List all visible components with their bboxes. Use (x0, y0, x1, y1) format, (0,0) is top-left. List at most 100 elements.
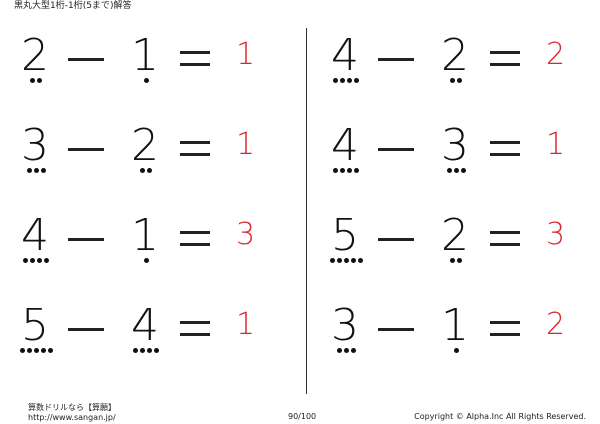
count-dots (434, 348, 478, 353)
problem-row: 3 2 1 (0, 122, 290, 182)
count-dots (124, 168, 168, 173)
count-dots (324, 348, 368, 353)
count-dot (350, 258, 356, 263)
equals-sign (180, 51, 210, 67)
count-dot (333, 78, 338, 83)
copyright: Copyright © Alpha.Inc All Rights Reserve… (414, 412, 586, 421)
count-dots (14, 258, 58, 263)
operand-digit: 5 (21, 300, 49, 351)
operand-digit: 2 (441, 210, 469, 261)
count-dot (44, 258, 49, 263)
answer: 3 (236, 217, 256, 252)
problem-row: 2 1 1 (0, 32, 290, 92)
count-dots (124, 258, 168, 263)
footer-credits: 算数ドリルなら【算願】 http://www.sangan.jp/ (28, 403, 116, 423)
operand-digit: 4 (331, 30, 359, 81)
page-title: 黒丸大型1桁-1桁(5まで)解答 (14, 1, 132, 11)
count-dots (14, 348, 58, 353)
answer: 1 (236, 307, 256, 342)
count-dot (450, 258, 455, 263)
minus-sign (68, 58, 104, 61)
equals-sign (490, 231, 520, 247)
operand-digit: 3 (441, 120, 469, 171)
operand: 1 (128, 32, 172, 92)
count-dot (336, 348, 342, 353)
operand: 2 (18, 32, 62, 92)
count-dots (324, 258, 368, 263)
operand: 4 (18, 212, 62, 272)
count-dots (324, 78, 368, 83)
count-dot (140, 348, 145, 353)
count-dot (350, 348, 356, 353)
site-name: 算数ドリルなら【算願】 (28, 403, 116, 412)
count-dot (37, 78, 42, 83)
problem-row: 4 1 3 (0, 212, 290, 272)
equals-sign (180, 321, 210, 337)
count-dot (450, 78, 455, 83)
count-dot (347, 168, 352, 173)
count-dot (147, 168, 152, 173)
count-dot (446, 168, 452, 173)
operand: 4 (328, 32, 372, 92)
operand: 1 (438, 302, 482, 362)
problem-row: 4 2 2 (310, 32, 600, 92)
operand-digit: 1 (131, 30, 159, 81)
count-dot (23, 258, 28, 263)
operand: 5 (18, 302, 62, 362)
count-dot (143, 78, 149, 83)
operand-digit: 1 (131, 210, 159, 261)
count-dots (434, 78, 478, 83)
operand: 2 (438, 32, 482, 92)
equals-sign (490, 51, 520, 67)
operand-digit: 2 (441, 30, 469, 81)
count-dot (26, 168, 32, 173)
answer: 2 (546, 37, 566, 72)
count-dot (33, 168, 39, 173)
operand-digit: 3 (331, 300, 359, 351)
operand: 3 (438, 122, 482, 182)
count-dots (124, 348, 168, 353)
operand: 1 (128, 212, 172, 272)
operand: 4 (128, 302, 172, 362)
site-url[interactable]: http://www.sangan.jp/ (28, 413, 116, 422)
count-dot (47, 348, 53, 353)
count-dot (154, 348, 159, 353)
answer: 1 (236, 127, 256, 162)
count-dot (40, 348, 46, 353)
operand-digit: 5 (331, 210, 359, 261)
count-dot (26, 348, 32, 353)
equals-sign (490, 141, 520, 157)
count-dot (340, 78, 345, 83)
operand-digit: 4 (131, 300, 159, 351)
count-dots (124, 78, 168, 83)
count-dot (347, 78, 352, 83)
count-dots (434, 258, 478, 263)
equals-sign (490, 321, 520, 337)
left-column: 2 1 1 3 2 1 4 1 3 5 4 1 (0, 0, 290, 400)
operand-digit: 3 (21, 120, 49, 171)
operand: 2 (128, 122, 172, 182)
minus-sign (378, 328, 414, 331)
minus-sign (68, 328, 104, 331)
answer: 3 (546, 217, 566, 252)
count-dot (457, 78, 462, 83)
operand-digit: 4 (331, 120, 359, 171)
count-dot (343, 258, 349, 263)
count-dot (19, 348, 25, 353)
count-dot (357, 258, 363, 263)
equals-sign (180, 231, 210, 247)
operand: 5 (328, 212, 372, 272)
minus-sign (378, 58, 414, 61)
count-dot (30, 78, 35, 83)
operand-digit: 2 (21, 30, 49, 81)
minus-sign (378, 148, 414, 151)
answer: 1 (236, 37, 256, 72)
count-dot (354, 78, 359, 83)
operand: 2 (438, 212, 482, 272)
count-dot (147, 348, 152, 353)
minus-sign (68, 238, 104, 241)
count-dot (33, 348, 39, 353)
count-dot (143, 258, 149, 263)
